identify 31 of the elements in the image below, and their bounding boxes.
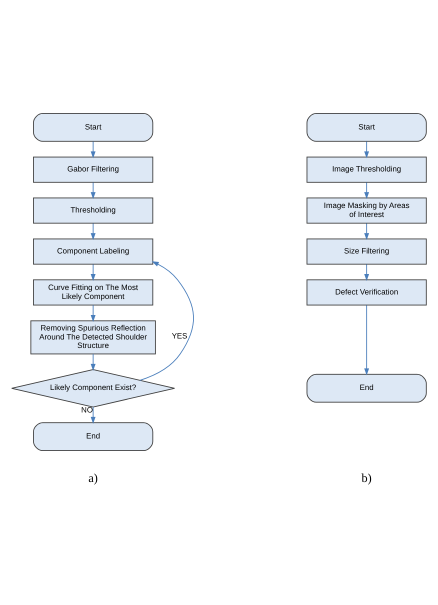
edge-label: NO: [81, 405, 93, 414]
label: b): [362, 471, 372, 486]
arrow: [364, 141, 370, 158]
arrow: [90, 406, 96, 424]
node-box: Defect Verification: [306, 279, 427, 306]
arrow: [140, 261, 194, 381]
edge-label: YES: [172, 332, 188, 341]
node-box: Gabor Filtering: [33, 156, 154, 183]
node-box: Thresholding: [33, 198, 154, 224]
node-box: End: [306, 374, 427, 403]
arrow: [364, 223, 370, 240]
node-box: Start: [33, 113, 154, 142]
arrow: [364, 264, 370, 282]
arrow: [90, 223, 96, 240]
arrow: [364, 182, 370, 200]
arrow: [90, 141, 96, 158]
node-box: Size Filtering: [306, 238, 427, 265]
node-box: Image Masking by Areas of Interest: [306, 198, 427, 224]
arrow: [90, 304, 96, 322]
arrow: [90, 182, 96, 200]
node-box: Component Labeling: [33, 238, 154, 265]
label: a): [88, 471, 98, 486]
node-diamond: Likely Component Exist?: [11, 369, 175, 408]
arrow: [90, 354, 96, 371]
node-box: Start: [306, 113, 427, 142]
node-box: Image Thresholding: [306, 156, 427, 183]
node-box: Curve Fitting on The Most Likely Component: [33, 279, 154, 306]
node-box: End: [33, 422, 154, 451]
node-box: Removing Spurious Reflection Around The Detected Shoulder Structure: [30, 320, 156, 354]
arrow: [90, 264, 96, 282]
arrow: [364, 304, 370, 376]
